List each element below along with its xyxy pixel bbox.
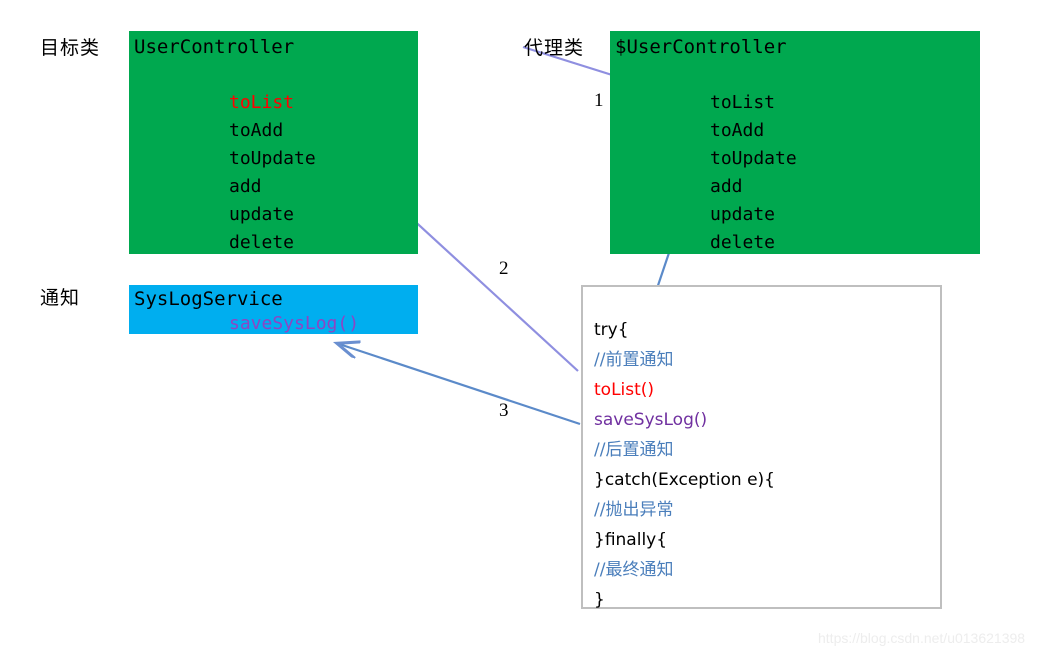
target-method-add[interactable]: add bbox=[229, 176, 262, 197]
code-line-close-brace: } bbox=[594, 590, 605, 610]
proxy-class-title: $UserController bbox=[615, 36, 787, 58]
code-line-list: try{ //前置通知 toList() saveSysLog() //后置通知… bbox=[594, 315, 775, 615]
arrow-number-1: 1 bbox=[594, 90, 604, 111]
arrow-3-code-to-advice bbox=[339, 344, 581, 426]
code-line-catch: }catch(Exception e){ bbox=[594, 470, 775, 490]
proxy-method-update[interactable]: update bbox=[710, 204, 776, 225]
label-proxy-class: 代理类 bbox=[524, 37, 585, 59]
target-method-update[interactable]: update bbox=[229, 204, 295, 225]
code-line-before-advice: //前置通知 bbox=[594, 350, 674, 370]
target-class-title: UserController bbox=[134, 36, 295, 58]
watermark-text: https://blog.csdn.net/u013621398 bbox=[818, 630, 1026, 646]
code-line-final-advice: //最终通知 bbox=[594, 560, 674, 580]
code-line-try: try{ bbox=[594, 320, 629, 340]
target-method-delete[interactable]: delete bbox=[229, 232, 295, 253]
advice-class-box[interactable]: SysLogService saveSysLog() bbox=[129, 285, 418, 334]
target-method-toadd[interactable]: toAdd bbox=[229, 120, 284, 141]
target-method-toupdate[interactable]: toUpdate bbox=[229, 148, 316, 169]
target-method-tolist[interactable]: toList bbox=[229, 92, 295, 113]
code-line-savesyslog-call: saveSysLog() bbox=[594, 410, 708, 430]
code-line-throw-advice: //抛出异常 bbox=[594, 500, 674, 520]
arrow-number-2: 2 bbox=[499, 258, 509, 279]
code-line-tolist-call: toList() bbox=[594, 380, 655, 400]
proxy-class-box[interactable]: $UserController toList toAdd toUpdate ad… bbox=[610, 31, 980, 254]
code-panel: try{ //前置通知 toList() saveSysLog() //后置通知… bbox=[581, 285, 942, 610]
code-line-finally: }finally{ bbox=[594, 530, 668, 550]
label-advice: 通知 bbox=[40, 287, 81, 309]
advice-method-savesyslog[interactable]: saveSysLog() bbox=[229, 313, 360, 334]
proxy-method-add[interactable]: add bbox=[710, 176, 743, 197]
proxy-method-delete[interactable]: delete bbox=[710, 232, 776, 253]
proxy-method-list: toList toAdd toUpdate add update delete bbox=[710, 89, 797, 257]
label-target-class: 目标类 bbox=[40, 37, 101, 59]
code-line-after-advice: //后置通知 bbox=[594, 440, 674, 460]
proxy-method-toadd[interactable]: toAdd bbox=[710, 120, 765, 141]
advice-class-title: SysLogService bbox=[134, 288, 283, 310]
target-method-list: toList toAdd toUpdate add update delete bbox=[229, 89, 316, 257]
proxy-method-toupdate[interactable]: toUpdate bbox=[710, 148, 797, 169]
target-class-box[interactable]: UserController toList toAdd toUpdate add… bbox=[129, 31, 418, 254]
proxy-method-tolist[interactable]: toList bbox=[710, 92, 776, 113]
arrow-number-3: 3 bbox=[499, 400, 509, 421]
